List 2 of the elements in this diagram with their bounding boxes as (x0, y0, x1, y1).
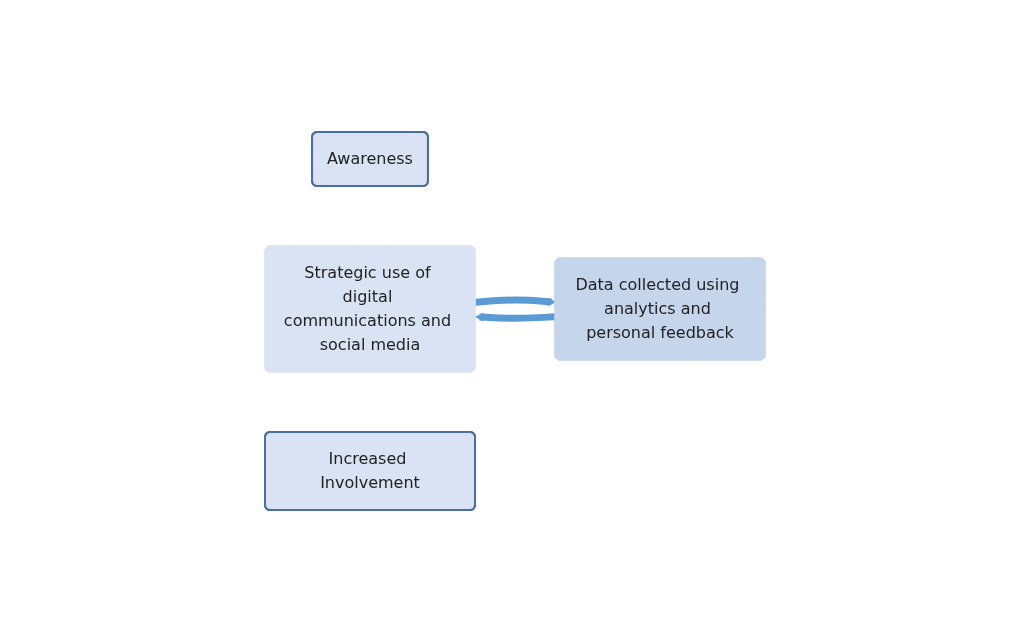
arrow (474, 312, 556, 322)
arrow (474, 296, 556, 306)
